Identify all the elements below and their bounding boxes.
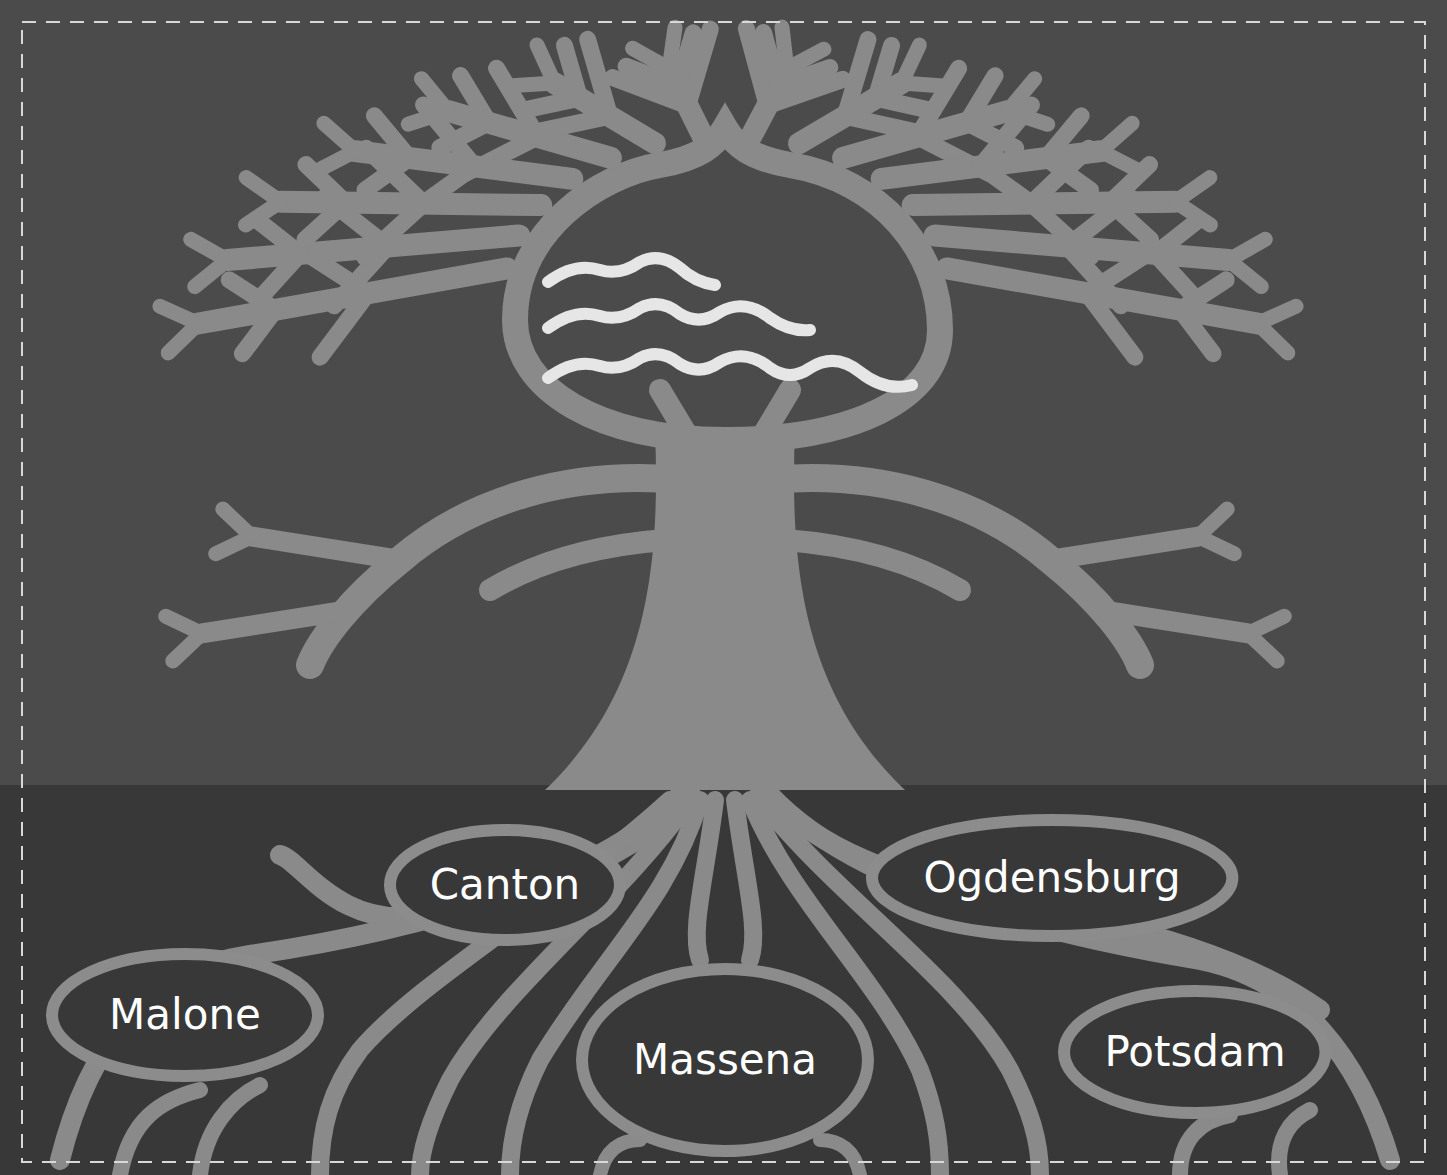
tree-branch bbox=[246, 178, 280, 202]
tree-branch bbox=[1198, 537, 1234, 554]
tree-branch bbox=[917, 68, 958, 136]
tree-branch bbox=[1180, 310, 1213, 354]
tree-branch bbox=[1258, 324, 1288, 353]
tree-branch bbox=[537, 45, 555, 83]
ellipse-shape bbox=[582, 969, 868, 1151]
tree-branch bbox=[669, 27, 675, 69]
tree-branch bbox=[902, 83, 944, 86]
tree-branch bbox=[564, 45, 579, 98]
town-ellipse: Ogdensburg bbox=[865, 813, 1239, 943]
tree-branch bbox=[1101, 151, 1138, 170]
tree-branch bbox=[532, 116, 610, 133]
tree-branch bbox=[324, 123, 355, 151]
town-ellipse: Potsdam bbox=[1057, 984, 1333, 1120]
tree-branch bbox=[166, 616, 202, 633]
ellipse-shape bbox=[872, 820, 1232, 936]
ellipse-shape bbox=[390, 830, 620, 940]
tree-branch bbox=[223, 509, 252, 536]
water-waves bbox=[548, 258, 912, 387]
tree-branch bbox=[787, 49, 824, 69]
tree-branch bbox=[1067, 197, 1130, 246]
tree-branch bbox=[461, 76, 489, 123]
tree-branch bbox=[1050, 537, 1198, 560]
tree-branch bbox=[191, 239, 228, 260]
tree-branch bbox=[252, 537, 400, 560]
tree-branch bbox=[1031, 148, 1089, 203]
tree-branch bbox=[1087, 250, 1154, 293]
town-ellipse: Malone bbox=[45, 947, 325, 1083]
tree-branches bbox=[160, 27, 1296, 661]
tree-branch bbox=[257, 220, 300, 254]
tree-branch bbox=[421, 79, 448, 111]
soil-band bbox=[0, 785, 1447, 1175]
tree-branch bbox=[1087, 293, 1135, 357]
tree-branch bbox=[1100, 610, 1248, 633]
tree-branch bbox=[202, 610, 350, 633]
town-name: Massena bbox=[633, 1037, 817, 1083]
tree-branch bbox=[876, 98, 930, 110]
town-ellipse: Massena bbox=[575, 962, 875, 1158]
tree-branch bbox=[1155, 254, 1192, 295]
ellipse-shape bbox=[52, 954, 318, 1076]
town-name: Potsdam bbox=[1104, 1029, 1285, 1075]
tree-branch bbox=[845, 40, 868, 117]
ellipse-shape bbox=[1064, 991, 1326, 1113]
tree-branch bbox=[466, 137, 537, 173]
tree-branch bbox=[980, 105, 1031, 166]
town-name: Canton bbox=[430, 862, 580, 908]
dashed-border bbox=[22, 22, 1425, 1162]
town-name: Malone bbox=[109, 992, 261, 1038]
tree-branch bbox=[160, 306, 198, 323]
town-ellipse: Canton bbox=[383, 823, 627, 947]
town-name: Ogdensburg bbox=[923, 855, 1180, 901]
tree-branch bbox=[1248, 633, 1277, 660]
